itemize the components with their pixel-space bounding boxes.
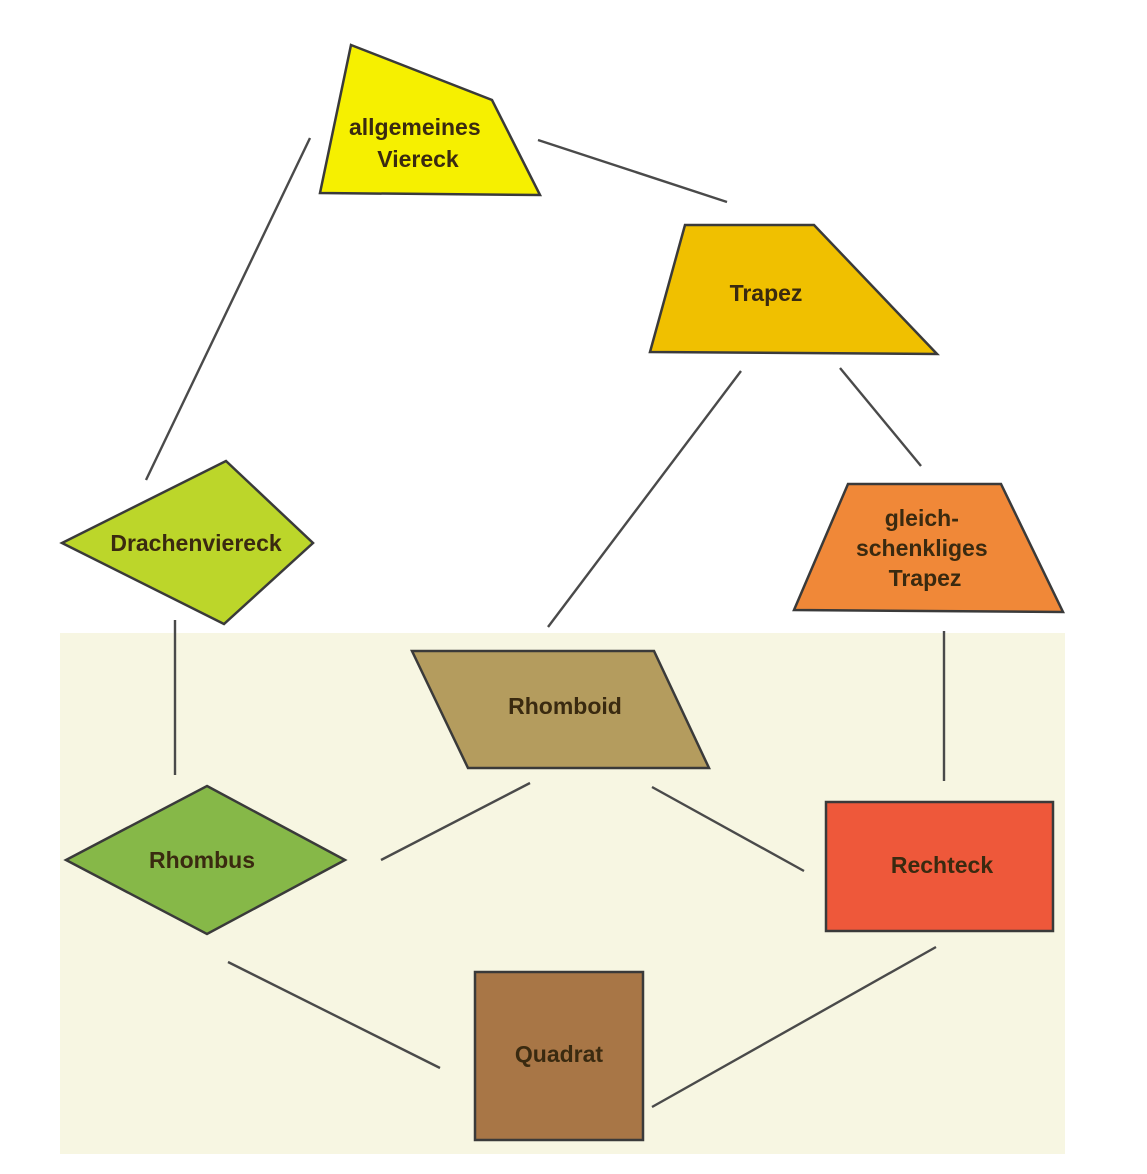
rhombus-shape [63,784,348,936]
edge-allgemeines-viereck-drachenviereck [144,137,312,481]
edge-rhombus-quadrat [227,960,441,1070]
gleichschenkliges-trapez-label-line-3: Trapez [889,565,962,591]
allgemeines-viereck-label-line-2: Viereck [377,146,459,172]
gleichschenkliges-trapez-shape [792,482,1066,614]
allgemeines-viereck-label-line-1: allgemeines [349,114,481,140]
rhombus-label-line-1: Rhombus [149,847,255,873]
rechteck-label: Rechteck [891,852,993,878]
quadrat-shape [473,970,645,1142]
edge-rhomboid-rhombus [380,781,531,862]
node-rhomboid: Rhomboid [410,649,711,770]
rhomboid-label: Rhomboid [508,693,622,719]
connector-lines [144,137,946,1109]
rechteck-label-line-1: Rechteck [891,852,993,878]
drachenviereck-shape [59,459,315,626]
gleichschenkliges-trapez-label-line-1: gleich- [885,505,959,531]
rhomboid-shape [410,649,711,770]
drachenviereck-label-line-1: Drachenviereck [110,530,282,556]
allgemeines-viereck-shape [318,43,543,197]
quadrat-label-line-1: Quadrat [515,1041,604,1067]
node-trapez: Trapez [648,223,940,356]
gleichschenkliges-trapez-label: gleich- schenkliges Trapez [856,505,994,591]
quadrat-label: Quadrat [515,1041,604,1067]
edge-trapez-gleichschenkliges-trapez [839,367,922,467]
edge-trapez-rhomboid [547,370,742,628]
edge-allgemeines-viereck-trapez [537,138,728,204]
drachenviereck-label: Drachenviereck [110,530,282,556]
rhomboid-label-line-1: Rhomboid [508,693,622,719]
rhombus-label: Rhombus [149,847,255,873]
trapez-shape [648,223,940,356]
gleichschenkliges-trapez-label-line-2: schenkliges [856,535,988,561]
allgemeines-viereck-label: allgemeines Viereck [349,114,487,172]
node-drachenviereck: Drachenviereck [59,459,315,626]
node-gleichschenkliges-trapez: gleich- schenkliges Trapez [792,482,1066,614]
node-rhombus: Rhombus [63,784,348,936]
node-allgemeines-viereck: allgemeines Viereck [318,43,543,197]
edge-rhomboid-rechteck [651,785,805,873]
trapez-label: Trapez [730,280,803,306]
trapez-label-line-1: Trapez [730,280,803,306]
rechteck-shape [824,800,1055,933]
edge-rechteck-quadrat [651,945,937,1109]
node-quadrat: Quadrat [473,970,645,1142]
node-rechteck: Rechteck [824,800,1055,933]
